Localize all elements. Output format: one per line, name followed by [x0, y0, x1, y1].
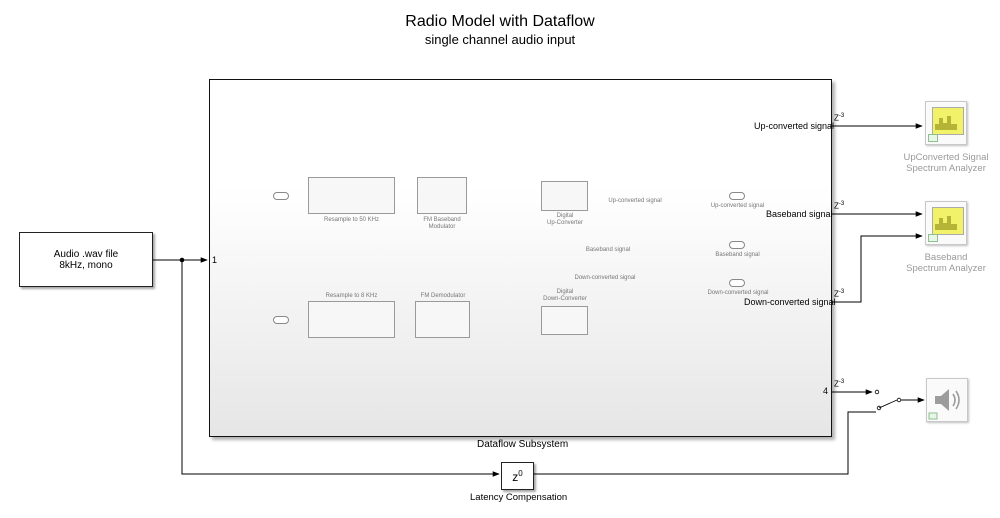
- output-down-converted-label: Down-converted signal: [744, 297, 836, 307]
- delay-annotation-port4: Z-3: [834, 379, 845, 389]
- spectrum-analyzer-icon: [935, 116, 957, 130]
- inner-baseband-signal-label: Baseband signal: [585, 247, 631, 253]
- resample-8khz-label: Resample to 8 KHz: [325, 293, 378, 299]
- fm-demodulator-block: [415, 301, 470, 338]
- digital-up-converter-block: [541, 181, 588, 211]
- delay-annotation-baseband: Z-3: [834, 201, 845, 211]
- inner-outport-down-converted-label: Down-converted signal: [707, 290, 769, 296]
- resample-50khz-label: Resample to 50 KHz: [323, 217, 380, 223]
- inner-outport-down-converted: [729, 279, 745, 287]
- subsystem-label: Dataflow Subsystem: [477, 439, 569, 450]
- inner-outport-baseband: [729, 241, 745, 249]
- spectrum-analyzer-icon: [935, 216, 957, 230]
- speaker-icon: [928, 389, 960, 420]
- audio-source-block[interactable]: Audio .wav file 8kHz, mono: [19, 232, 153, 287]
- latency-compensation-block[interactable]: z0: [501, 462, 534, 490]
- delay-annotation-up-converted: Z-3: [834, 113, 845, 123]
- digital-down-converter-block: [541, 306, 588, 335]
- dataflow-subsystem-block[interactable]: [209, 79, 832, 437]
- wire-down-converted-out: [832, 233, 923, 303]
- manual-switch[interactable]: [874, 389, 925, 411]
- inner-outport-baseband-label: Baseband signal: [715, 252, 760, 258]
- inner-outport-audio: [273, 316, 289, 324]
- latency-compensation-label: Latency Compensation: [470, 492, 568, 503]
- fm-demodulator-label: FM Demodulator: [420, 293, 466, 299]
- latency-block-text: z0: [512, 468, 523, 484]
- audio-source-line2: 8kHz, mono: [59, 259, 113, 271]
- baseband-spectrum-analyzer-block[interactable]: [925, 201, 967, 245]
- resample-50khz-block: [308, 177, 395, 214]
- audio-source-line1: Audio .wav file: [53, 248, 119, 260]
- inner-up-converted-signal-label: Up-converted signal: [608, 198, 662, 204]
- inner-down-converted-signal-label: Down-converted signal: [574, 275, 636, 281]
- wire-branch-to-latency: [181, 260, 500, 477]
- fm-baseband-modulator-block: [417, 177, 467, 214]
- diagram-title: Radio Model with Dataflow: [405, 13, 595, 30]
- diagram-subtitle: single channel audio input: [424, 32, 576, 47]
- audio-device-writer-block[interactable]: [926, 378, 968, 422]
- subsystem-input-port-label: 1: [212, 255, 218, 265]
- resample-8khz-block: [308, 301, 395, 338]
- wire-latency-to-switch: [534, 411, 876, 475]
- inner-outport-up-converted: [729, 192, 745, 200]
- inner-outport-up-converted-label: Up-converted signal: [710, 203, 765, 209]
- output-baseband-label: Baseband signal: [766, 209, 833, 219]
- delay-annotation-down-converted: Z-3: [834, 289, 845, 299]
- subsystem-output-port4-label: 4: [823, 386, 829, 396]
- output-up-converted-label: Up-converted signal: [754, 121, 835, 131]
- inner-inport: [273, 192, 289, 200]
- upconverted-spectrum-analyzer-block[interactable]: [925, 101, 967, 145]
